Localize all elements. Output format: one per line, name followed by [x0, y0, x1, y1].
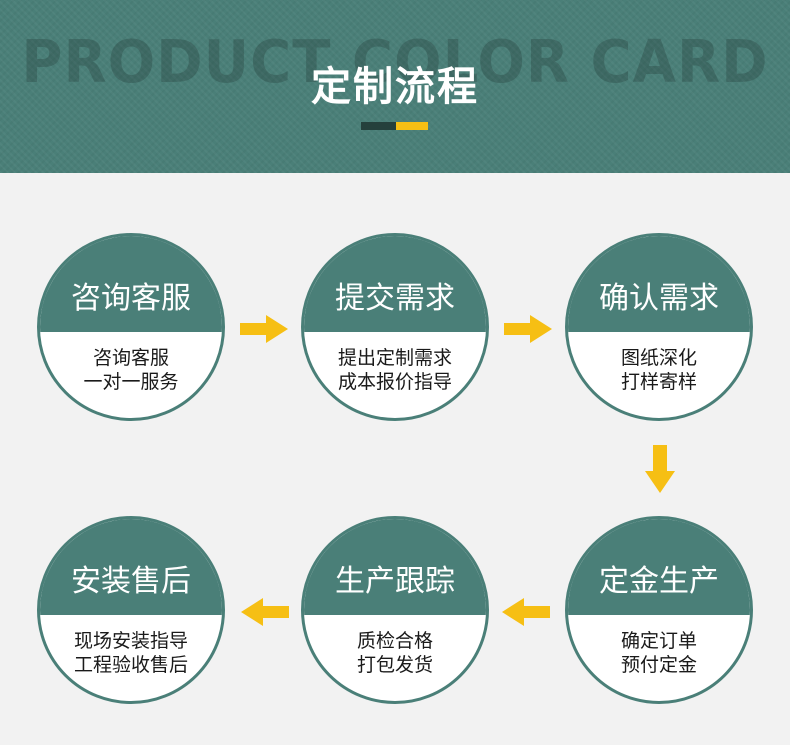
step-line: 咨询客服: [92, 347, 169, 369]
step-title: 提交需求: [304, 236, 486, 332]
arrow-down-icon: [645, 445, 675, 493]
arrow-right-icon: [240, 315, 288, 343]
step-title: 生产跟踪: [304, 519, 486, 615]
arrow-left-icon: [502, 598, 550, 626]
step-line: 质检合格: [356, 630, 433, 652]
step-title: 确认需求: [568, 236, 750, 332]
arrow-left-icon: [241, 598, 289, 626]
step-line: 打样寄样: [620, 371, 697, 393]
step-line: 图纸深化: [620, 347, 697, 369]
step-title: 安装售后: [40, 519, 222, 615]
step-circle-confirm: 确认需求 图纸深化 打样寄样: [565, 233, 753, 421]
step-line: 现场安装指导: [73, 630, 188, 652]
step-line: 提出定制需求: [337, 347, 452, 369]
step-description: 提出定制需求 成本报价指导: [304, 346, 486, 394]
step-title: 咨询客服: [40, 236, 222, 332]
step-line: 确定订单: [620, 630, 697, 652]
step-description: 现场安装指导 工程验收售后: [40, 629, 222, 677]
arrow-right-icon: [504, 315, 552, 343]
title-underline-dark: [361, 122, 396, 130]
step-description: 图纸深化 打样寄样: [568, 346, 750, 394]
step-line: 打包发货: [356, 654, 433, 676]
header-watermark: PRODUCT COLOR CARD: [21, 28, 769, 97]
step-circle-tracking: 生产跟踪 质检合格 打包发货: [301, 516, 489, 704]
step-circle-installation: 安装售后 现场安装指导 工程验收售后: [37, 516, 225, 704]
page-title: 定制流程: [311, 64, 479, 110]
step-description: 咨询客服 一对一服务: [40, 346, 222, 394]
header-banner: PRODUCT COLOR CARD 定制流程: [0, 0, 790, 173]
step-circle-submit: 提交需求 提出定制需求 成本报价指导: [301, 233, 489, 421]
step-circle-consult: 咨询客服 咨询客服 一对一服务: [37, 233, 225, 421]
step-description: 确定订单 预付定金: [568, 629, 750, 677]
title-underline-accent: [396, 122, 428, 130]
step-title: 定金生产: [568, 519, 750, 615]
step-description: 质检合格 打包发货: [304, 629, 486, 677]
step-line: 成本报价指导: [337, 371, 452, 393]
step-line: 工程验收售后: [73, 654, 188, 676]
step-line: 一对一服务: [83, 371, 179, 393]
step-circle-deposit: 定金生产 确定订单 预付定金: [565, 516, 753, 704]
step-line: 预付定金: [620, 654, 697, 676]
